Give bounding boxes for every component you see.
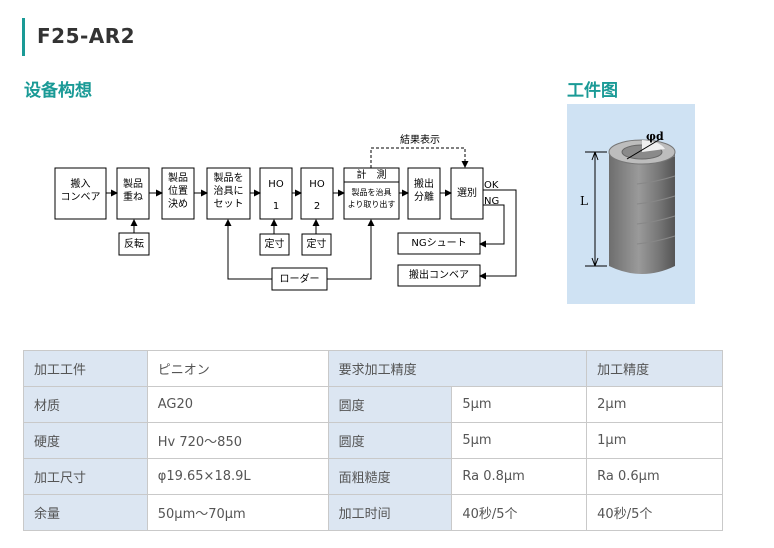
header-cell: 加工工件 xyxy=(23,350,148,387)
table-cell: AG20 xyxy=(146,386,329,423)
table-cell: 加工时间 xyxy=(327,494,453,531)
label-position-2: 位置 xyxy=(168,186,188,197)
workpiece-svg xyxy=(585,137,676,274)
label-ho2-1: HO xyxy=(309,179,325,190)
table-header-row: 加工工件 ピニオン 要求加工精度 加工精度 xyxy=(23,350,723,387)
table-row: 加工尺寸 φ19.65×18.9L 面粗糙度 Ra 0.8μm Ra 0.6μm xyxy=(23,458,723,495)
label-ok: OK xyxy=(484,180,499,191)
label-set-1: 製品を xyxy=(213,173,244,184)
label-stack-2: 重ね xyxy=(123,192,143,203)
label-carry-out-split-2: 分離 xyxy=(414,192,434,203)
table-cell: 圆度 xyxy=(327,422,453,459)
page-title: F25-AR2 xyxy=(37,24,136,48)
process-flow-diagram: 搬入 コンベア 製品 重ね 製品 位置 決め 製品を 治具に セット HO 1 … xyxy=(24,104,545,317)
spec-table: 加工工件 ピニオン 要求加工精度 加工精度 材质 AG20 圆度 5μm 2μm… xyxy=(23,350,723,531)
header-cell: ピニオン xyxy=(146,350,329,387)
label-stack-1: 製品 xyxy=(123,179,143,190)
table-cell: 面粗糙度 xyxy=(327,458,453,495)
label-loader: ローダー xyxy=(279,274,320,285)
table-cell: 材质 xyxy=(23,386,148,423)
header-cell: 要求加工精度 xyxy=(327,350,588,387)
label-result-display: 結果表示 xyxy=(400,135,440,146)
table-cell: 余量 xyxy=(23,494,148,531)
label-measure-bottom-1: 製品を治具 xyxy=(351,188,392,197)
table-cell: 加工尺寸 xyxy=(23,458,148,495)
table-cell: 40秒/5个 xyxy=(451,494,588,531)
table-cell: 50μm～70μm xyxy=(146,494,329,531)
table-cell: 圆度 xyxy=(327,386,453,423)
flow-diagram-svg xyxy=(54,147,517,291)
table-row: 硬度 Hv 720～850 圆度 5μm 1μm xyxy=(23,422,723,459)
table-cell: 5μm xyxy=(451,386,588,423)
label-ng: NG xyxy=(484,196,500,207)
label-size2: 定寸 xyxy=(306,239,327,250)
table-row: 余量 50μm～70μm 加工时间 40秒/5个 40秒/5个 xyxy=(23,494,723,531)
label-carry-in-2: コンベア xyxy=(60,192,101,203)
label-ng-chute: NGシュート xyxy=(411,238,467,249)
table-cell: 40秒/5个 xyxy=(586,494,723,531)
label-position-1: 製品 xyxy=(168,173,188,184)
table-cell: 5μm xyxy=(451,422,588,459)
label-size1: 定寸 xyxy=(264,239,285,250)
workpiece-phi-label: φd xyxy=(646,130,664,143)
table-cell: φ19.65×18.9L xyxy=(146,458,329,495)
label-set-3: セット xyxy=(213,199,244,210)
table-cell: 1μm xyxy=(586,422,723,459)
table-cell: Ra 0.8μm xyxy=(451,458,588,495)
table-cell: Hv 720～850 xyxy=(146,422,329,459)
section-title-workpiece: 工件图 xyxy=(567,81,618,101)
table-cell: Ra 0.6μm xyxy=(586,458,723,495)
label-carry-out-split-1: 搬出 xyxy=(414,179,434,190)
title-accent-bar xyxy=(22,18,31,56)
label-carry-in-1: 搬入 xyxy=(70,179,91,190)
label-sort: 選別 xyxy=(457,188,477,199)
label-carry-out-conveyor: 搬出コンベア xyxy=(409,270,469,281)
cylinder-body xyxy=(609,152,675,274)
workpiece-drawing: φd L xyxy=(567,104,695,304)
table-cell: 2μm xyxy=(586,386,723,423)
diagram-labels: 搬入 コンベア 製品 重ね 製品 位置 決め 製品を 治具に セット HO 1 … xyxy=(24,104,545,317)
workpiece-length-label: L xyxy=(580,194,588,208)
header-cell: 加工精度 xyxy=(586,350,723,387)
table-cell: 硬度 xyxy=(23,422,148,459)
label-ho1-1: HO xyxy=(268,179,284,190)
label-ho2-2: 2 xyxy=(313,201,321,212)
table-row: 材质 AG20 圆度 5μm 2μm xyxy=(23,386,723,423)
label-measure-bottom-2: より取り出す xyxy=(347,200,396,209)
label-reverse: 反転 xyxy=(124,239,144,250)
label-position-3: 決め xyxy=(168,199,188,210)
label-set-2: 治具に xyxy=(213,186,244,197)
section-title-equipment: 设备构想 xyxy=(24,81,92,101)
label-ho1-2: 1 xyxy=(272,201,280,212)
label-measure-top: 計 測 xyxy=(356,170,387,181)
